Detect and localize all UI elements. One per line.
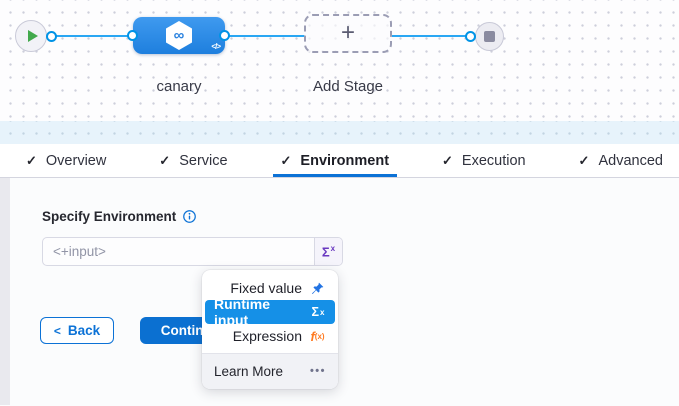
tab-execution[interactable]: ✓ Execution	[440, 144, 528, 177]
tab-label: Service	[179, 153, 227, 169]
pipeline-end-node[interactable]	[475, 22, 504, 51]
more-options-icon[interactable]: •••	[310, 366, 326, 377]
check-icon: ✓	[579, 153, 590, 169]
code-toggle-icon[interactable]: </>	[211, 42, 220, 51]
runtime-input-type-button[interactable]: Σx	[314, 238, 342, 265]
menu-item-runtime-input[interactable]: Runtime input Σx	[205, 300, 335, 324]
tab-label: Environment	[300, 153, 389, 169]
tab-service[interactable]: ✓ Service	[157, 144, 229, 177]
check-icon: ✓	[159, 153, 170, 169]
port-stage-out[interactable]	[219, 30, 230, 41]
stage-hexagon-badge: ∞	[166, 21, 192, 50]
tab-advanced[interactable]: ✓ Advanced	[577, 144, 665, 177]
port-start-out[interactable]	[46, 31, 57, 42]
fx-icon: f(x)	[309, 329, 326, 344]
stage-node-canary[interactable]: ∞ </>	[133, 17, 225, 54]
menu-item-label: Runtime input	[214, 296, 303, 328]
environment-tab-panel: Specify Environment Σx < Back Continue	[0, 178, 679, 405]
learn-more-link[interactable]: Learn More	[214, 364, 283, 379]
tab-label: Advanced	[598, 153, 663, 169]
specify-environment-label: Specify Environment	[42, 209, 176, 224]
value-type-dropdown: Fixed value Runtime input Σx Expression …	[202, 270, 338, 389]
dropdown-footer: Learn More •••	[202, 353, 338, 389]
left-gutter	[0, 178, 10, 405]
value-type-options: Fixed value Runtime input Σx Expression …	[202, 270, 338, 353]
canvas-bottom-strip	[0, 121, 679, 144]
check-icon: ✓	[281, 153, 292, 169]
tab-label: Overview	[46, 153, 106, 169]
edge-start-to-stage	[51, 35, 133, 37]
add-stage-label: Add Stage	[296, 78, 400, 95]
tab-overview[interactable]: ✓ Overview	[24, 144, 108, 177]
specify-environment-label-row: Specify Environment	[42, 209, 196, 224]
check-icon: ✓	[442, 153, 453, 169]
plus-icon: +	[341, 21, 355, 45]
port-stage-in[interactable]	[127, 30, 138, 41]
chevron-left-icon: <	[54, 324, 61, 338]
play-icon	[28, 30, 38, 42]
environment-input[interactable]	[43, 238, 314, 265]
stop-icon	[484, 31, 495, 42]
menu-item-label: Expression	[233, 328, 302, 344]
port-end-in[interactable]	[465, 31, 476, 42]
add-stage-node[interactable]: +	[304, 14, 392, 53]
edge-stage-to-addstage	[225, 35, 305, 37]
pipeline-start-node[interactable]	[15, 20, 47, 52]
stage-config-tabs: ✓ Overview ✓ Service ✓ Environment ✓ Exe…	[0, 144, 679, 178]
back-button[interactable]: < Back	[40, 317, 114, 344]
sigma-icon: Σx	[310, 305, 326, 319]
edge-addstage-to-end	[392, 35, 471, 37]
environment-input-group: Σx	[42, 237, 343, 266]
tab-label: Execution	[462, 153, 526, 169]
deploy-infinity-icon: ∞	[174, 28, 185, 43]
pin-icon	[309, 282, 326, 295]
pipeline-canvas[interactable]: ∞ </> + canary Add Stage	[0, 0, 679, 144]
menu-item-label: Fixed value	[230, 280, 302, 296]
check-icon: ✓	[26, 153, 37, 169]
stage-name-label: canary	[133, 78, 225, 95]
sigma-icon: Σx	[322, 244, 335, 259]
info-icon[interactable]	[183, 210, 196, 223]
tab-environment[interactable]: ✓ Environment	[279, 144, 392, 177]
back-button-label: Back	[68, 323, 100, 338]
